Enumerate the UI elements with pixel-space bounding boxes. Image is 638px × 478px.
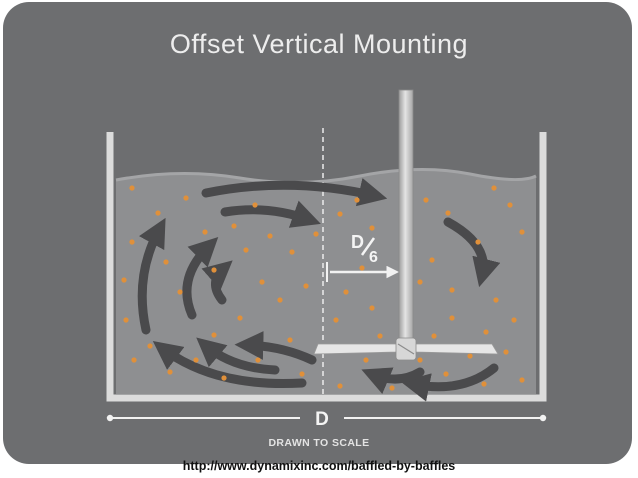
diagram-title: Offset Vertical Mounting	[169, 29, 469, 59]
diameter-endpoint-left	[106, 414, 114, 422]
flow-arrow-icon	[196, 337, 280, 375]
particles	[121, 185, 525, 391]
tank-wall	[106, 132, 547, 402]
flow-arrow-icon	[137, 217, 166, 335]
impeller-icon	[313, 337, 499, 361]
offset-label-slash	[360, 237, 376, 256]
flow-arrows	[137, 178, 501, 402]
flow-arrow-icon	[443, 217, 501, 288]
fluid-surface	[115, 167, 537, 185]
diameter-label: D	[315, 409, 329, 430]
offset-label-denominator: 6	[369, 249, 378, 266]
flow-arrow-icon	[182, 236, 219, 320]
diameter-endpoint-right	[539, 414, 547, 422]
flow-arrow-icon	[201, 178, 388, 207]
flow-arrow-icon	[220, 200, 321, 228]
mixer-shaft	[398, 89, 414, 359]
scale-note: DRAWN TO SCALE	[268, 437, 370, 449]
offset-label-numerator: D	[351, 232, 364, 252]
flow-arrow-icon	[400, 363, 499, 402]
flow-arrow-icon	[201, 260, 233, 305]
flow-arrow-icon	[361, 367, 425, 394]
source-url: http://www.dynamixinc.com/baffled-by-baf…	[182, 459, 456, 473]
flow-arrow-icon	[234, 331, 317, 365]
